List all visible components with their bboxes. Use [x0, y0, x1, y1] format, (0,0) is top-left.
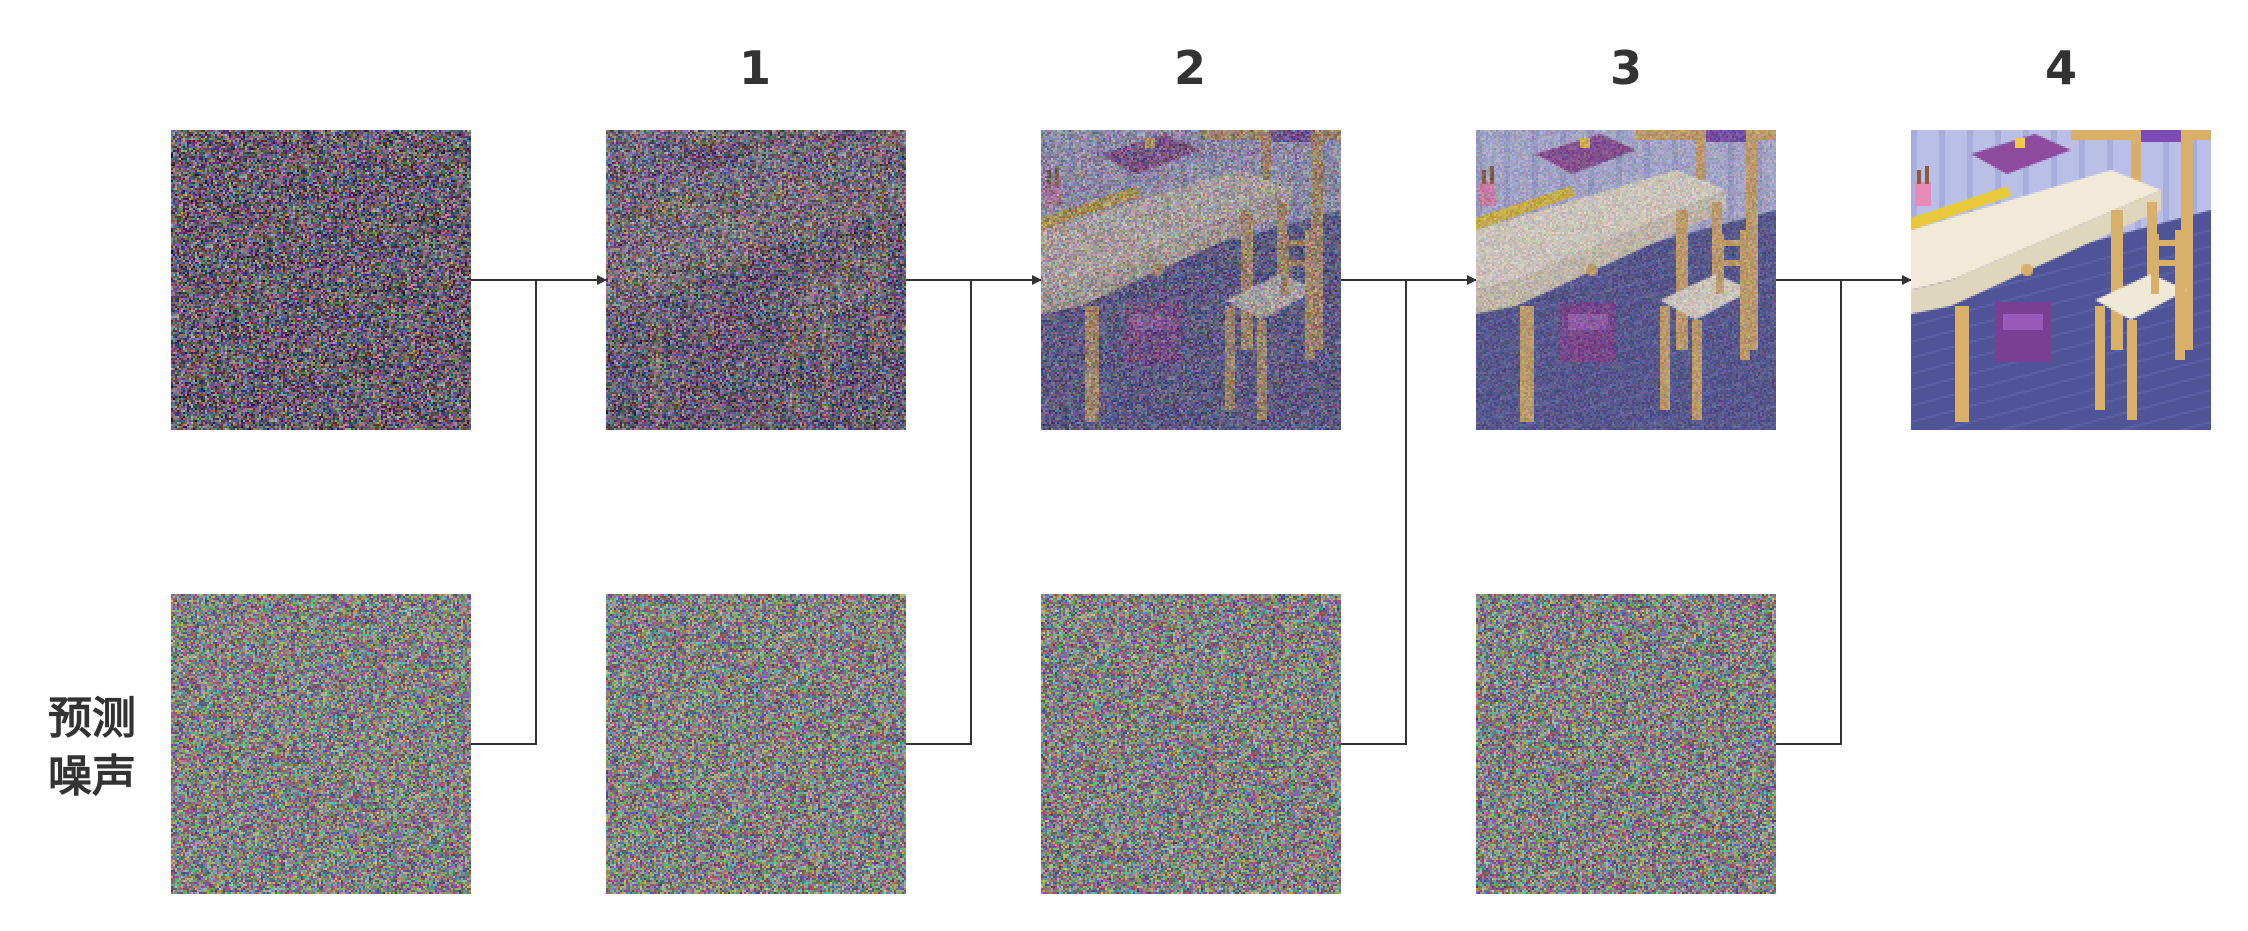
noise-connector-1: [471, 280, 537, 745]
side-label-line2: 噪声: [48, 751, 136, 802]
noise-connector-3: [1341, 280, 1407, 745]
predicted-noise-label: 预测 噪声: [48, 690, 158, 806]
noise-connector-2: [906, 280, 972, 745]
step-2-image: [1041, 130, 1341, 430]
step-3-image: [1476, 130, 1776, 430]
start-noise-image: [171, 130, 471, 430]
step-label-4: 4: [2044, 41, 2077, 95]
step-4-image: [1911, 130, 2211, 430]
step-1-image: [606, 130, 906, 430]
side-label-line1: 预测: [48, 693, 136, 744]
predicted-noise-image-2: [606, 594, 906, 894]
predicted-noise-image-1: [171, 594, 471, 894]
noise-connector-4: [1776, 280, 1842, 745]
step-label-2: 2: [1173, 41, 1206, 95]
predicted-noise-image-3: [1041, 594, 1341, 894]
step-label-3: 3: [1609, 41, 1642, 95]
predicted-noise-image-4: [1476, 594, 1776, 894]
step-label-1: 1: [738, 41, 771, 95]
